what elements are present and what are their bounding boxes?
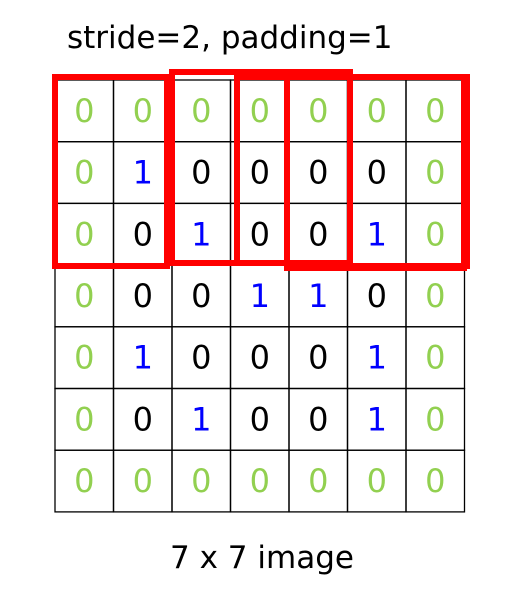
grid-cell-value: 0 — [367, 154, 387, 192]
filter-windows — [52, 69, 470, 271]
grid-cell-value: 0 — [133, 92, 153, 130]
diagram-title: stride=2, padding=1 — [67, 20, 393, 56]
grid-cell-value: 0 — [191, 462, 211, 500]
grid-cell-value: 0 — [133, 400, 153, 438]
grid-cell-border — [405, 449, 466, 513]
grid-cell-value: 0 — [425, 339, 445, 377]
grid-cell-value: 1 — [367, 339, 387, 377]
filter-window — [52, 74, 170, 269]
grid-cell-value: 1 — [367, 400, 387, 438]
grid-cell-value: 0 — [74, 92, 94, 130]
grid-cell-value: 0 — [425, 400, 445, 438]
grid-cell-value: 1 — [133, 339, 153, 377]
grid-cell-value: 1 — [191, 400, 211, 438]
grid-cell-value: 0 — [425, 92, 445, 130]
grid-cell-value: 0 — [367, 277, 387, 315]
grid-cell-value: 0 — [250, 154, 270, 192]
grid-cell-value: 0 — [74, 277, 94, 315]
grid-cell-value: 0 — [425, 277, 445, 315]
grid-cell-value: 0 — [191, 339, 211, 377]
grid-cell-value: 0 — [74, 339, 94, 377]
grid-cell-value: 0 — [425, 462, 445, 500]
grid-cell-value: 1 — [308, 277, 328, 315]
grid-cell-value: 0 — [133, 462, 153, 500]
grid-cell-value: 1 — [367, 215, 387, 253]
grid-cell-value: 0 — [133, 277, 153, 315]
grid-cell-value: 0 — [367, 462, 387, 500]
grid-cell-value: 0 — [250, 92, 270, 130]
grid-cell-value: 0 — [74, 215, 94, 253]
grid-cell-value: 0 — [308, 400, 328, 438]
grid-cell-value: 0 — [308, 154, 328, 192]
image-caption: 7 x 7 image — [170, 540, 354, 576]
grid-cell-value: 1 — [133, 154, 153, 192]
grid-cell-value: 0 — [250, 215, 270, 253]
grid-cell-value: 1 — [191, 215, 211, 253]
grid-cell-value: 0 — [191, 277, 211, 315]
grid-cell-value: 0 — [308, 215, 328, 253]
grid-cell-value: 0 — [425, 154, 445, 192]
grid-cell-value: 0 — [74, 462, 94, 500]
filter-window — [347, 74, 470, 269]
grid-cell-value: 0 — [367, 92, 387, 130]
grid-cell-value: 1 — [250, 277, 270, 315]
grid-cell-value: 0 — [250, 339, 270, 377]
grid-cell-value: 0 — [308, 462, 328, 500]
grid-cell-value: 0 — [250, 400, 270, 438]
grid-cell-value: 0 — [191, 92, 211, 130]
grid-cell-value: 0 — [308, 92, 328, 130]
grid-cell-value: 0 — [74, 400, 94, 438]
grid-cell-value: 0 — [191, 154, 211, 192]
grid-cell-value: 0 — [250, 462, 270, 500]
grid-cell-value: 0 — [425, 215, 445, 253]
grid-cell-value: 0 — [133, 215, 153, 253]
grid-cell-value: 0 — [308, 339, 328, 377]
grid-cell-value: 0 — [74, 154, 94, 192]
